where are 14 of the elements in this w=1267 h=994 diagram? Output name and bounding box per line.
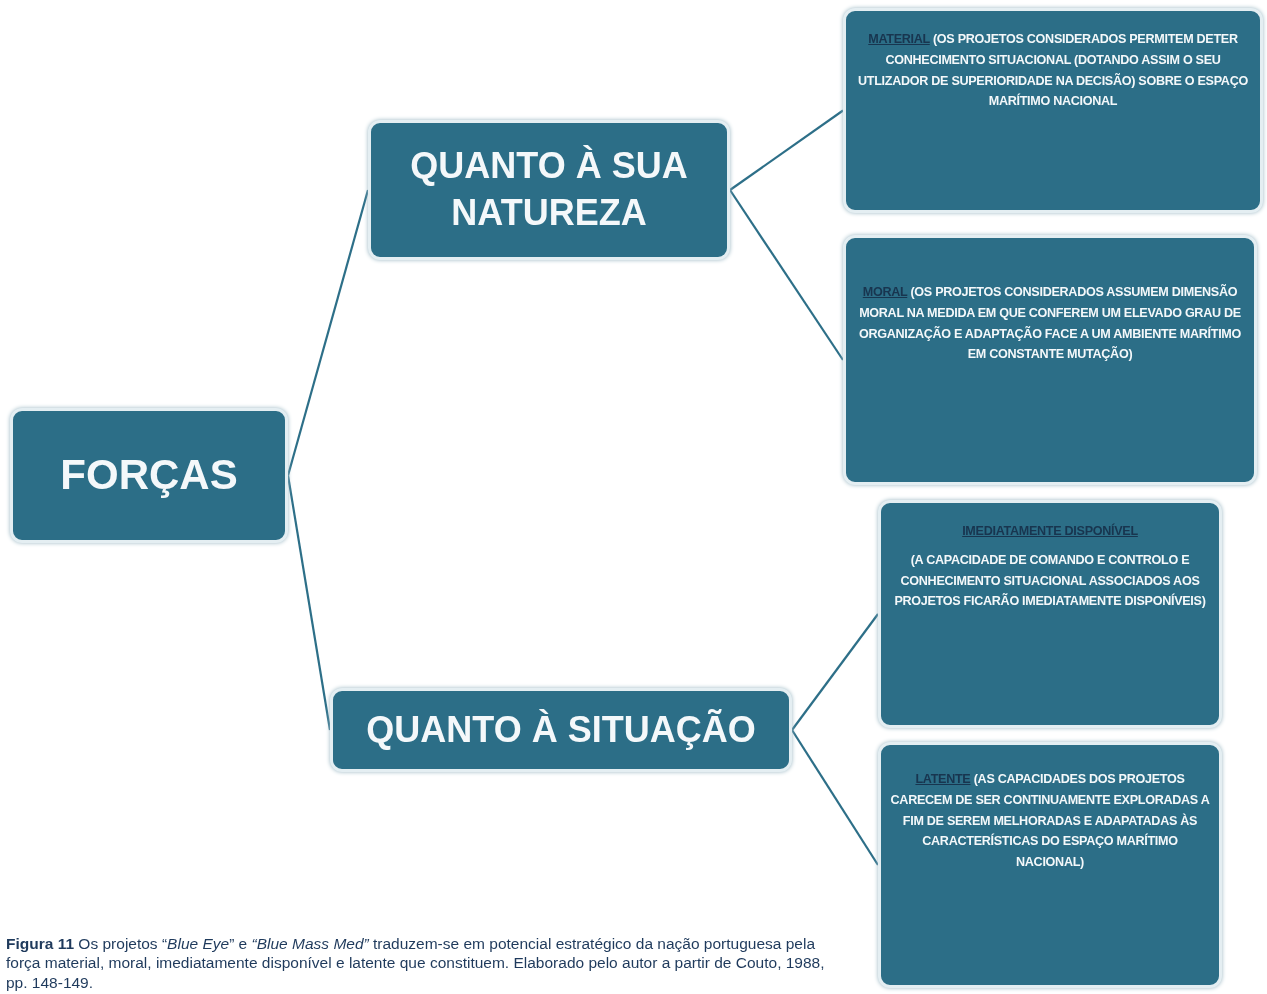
text-box: MATERIAL (OS PROJETOS CONSIDERADOS PERMITEM DETER CONHECIMENTO SITUACIONAL (DOTANDO ASSIM O SEU UTLIZADOR DE SUPERIORIDADE NA DECISÃO) SOBRE O ESPAÇO MARÍTIMO NACIONAL bbox=[843, 8, 1263, 213]
text-box: LATENTE (AS CAPACIDADES DOS PROJETOS CARECEM DE SER CONTINUAMENTE EXPLORADAS A FIM DE SEREM MELHORADAS E ADAPATADAS ÀS CARACTERÍSTICAS DO ESPAÇO MARÍTIMO NACIONAL) bbox=[878, 742, 1222, 988]
connector-line bbox=[286, 475, 332, 731]
connector-line bbox=[286, 189, 370, 476]
connector-line bbox=[729, 109, 844, 191]
text-box: QUANTO À SITUAÇÃO bbox=[330, 688, 792, 772]
connector-line bbox=[791, 613, 879, 731]
text-box: FORÇAS bbox=[10, 408, 288, 543]
figure-caption: Figura 11 Os projetos “Blue Eye” e “Blue Mass Med” traduzem-se em potencial estratégico da nação portuguesa pela força material, moral, imediatamente disponível e latente que constituem. Elaborado pelo autor a partir de Couto, 1988, pp. 148-149. bbox=[6, 934, 826, 993]
connector-line bbox=[729, 189, 844, 361]
connector-line bbox=[791, 729, 879, 866]
text-box: QUANTO À SUA NATUREZA bbox=[368, 120, 730, 260]
text-box: IMEDIATAMENTE DISPONÍVEL (A CAPACIDADE DE COMANDO E CONTROLO E CONHECIMENTO SITUACIONAL ASSOCIADOS AOS PROJETOS FICARÃO IMEDIATAMENTE DISPONÍVEIS) bbox=[878, 500, 1222, 728]
text-box: MORAL (OS PROJETOS CONSIDERADOS ASSUMEM DIMENSÃO MORAL NA MEDIDA EM QUE CONFEREM UM ELEVADO GRAU DE ORGANIZAÇÃO E ADAPTAÇÃO FACE A UM AMBIENTE MARÍTIMO EM CONSTANTE MUTAÇÃO) bbox=[843, 235, 1257, 485]
